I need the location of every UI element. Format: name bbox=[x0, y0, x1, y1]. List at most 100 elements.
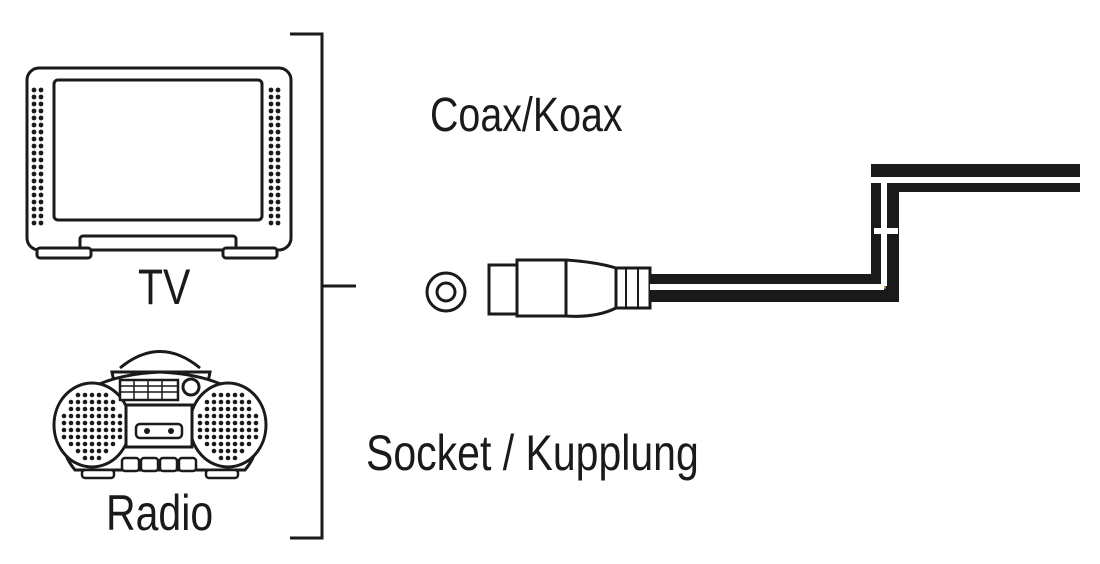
speaker-dot bbox=[68, 441, 74, 447]
speaker-dot bbox=[204, 413, 210, 419]
speaker-dot bbox=[82, 448, 88, 454]
speaker-dot bbox=[204, 420, 210, 426]
speaker-dot bbox=[204, 399, 210, 405]
speaker-dot bbox=[232, 441, 238, 447]
speaker-dot bbox=[31, 129, 37, 135]
speaker-dot bbox=[225, 455, 231, 461]
speaker-dot bbox=[110, 413, 116, 419]
speaker-dot bbox=[68, 406, 74, 412]
speaker-dot bbox=[31, 213, 37, 219]
speaker-dot bbox=[89, 455, 95, 461]
coax-socket-icon bbox=[425, 271, 467, 313]
speaker-dot bbox=[239, 427, 245, 433]
speaker-dot bbox=[268, 213, 274, 219]
tv-icon bbox=[25, 66, 293, 260]
speaker-dot bbox=[218, 399, 224, 405]
speaker-dot bbox=[96, 413, 102, 419]
speaker-dot bbox=[31, 220, 37, 226]
speaker-dot bbox=[103, 427, 109, 433]
speaker-dot bbox=[211, 441, 217, 447]
speaker-dot bbox=[211, 448, 217, 454]
speaker-dot bbox=[275, 164, 281, 170]
speaker-dot bbox=[211, 420, 217, 426]
speaker-dot bbox=[253, 427, 259, 433]
speaker-dot bbox=[68, 399, 74, 405]
speaker-dot bbox=[38, 108, 44, 114]
speaker-dot bbox=[211, 399, 217, 405]
speaker-dot bbox=[82, 455, 88, 461]
speaker-dot bbox=[103, 420, 109, 426]
speaker-dot bbox=[38, 136, 44, 142]
speaker-dot bbox=[110, 434, 116, 440]
speaker-dot bbox=[89, 420, 95, 426]
speaker-dot bbox=[204, 441, 210, 447]
speaker-dot bbox=[75, 392, 81, 398]
speaker-dot bbox=[110, 441, 116, 447]
speaker-dot bbox=[275, 136, 281, 142]
speaker-dot bbox=[232, 399, 238, 405]
speaker-dot bbox=[275, 129, 281, 135]
speaker-dot bbox=[75, 434, 81, 440]
speaker-dot bbox=[75, 406, 81, 412]
speaker-dot bbox=[31, 143, 37, 149]
speaker-dot bbox=[82, 420, 88, 426]
speaker-dot bbox=[204, 406, 210, 412]
speaker-dot bbox=[38, 164, 44, 170]
speaker-dot bbox=[82, 406, 88, 412]
speaker-dot bbox=[103, 406, 109, 412]
speaker-dot bbox=[268, 199, 274, 205]
speaker-dot bbox=[38, 220, 44, 226]
speaker-dot bbox=[211, 392, 217, 398]
speaker-dot bbox=[275, 220, 281, 226]
speaker-dot bbox=[38, 101, 44, 107]
speaker-dot bbox=[31, 136, 37, 142]
speaker-dot bbox=[89, 399, 95, 405]
speaker-dot bbox=[268, 101, 274, 107]
speaker-dot bbox=[253, 413, 259, 419]
speaker-dot bbox=[31, 157, 37, 163]
speaker-dot bbox=[268, 150, 274, 156]
speaker-dot bbox=[82, 427, 88, 433]
radio-label: Radio bbox=[106, 485, 214, 541]
speaker-dot bbox=[31, 87, 37, 93]
speaker-dot bbox=[31, 206, 37, 212]
speaker-dot bbox=[38, 122, 44, 128]
speaker-dot bbox=[31, 185, 37, 191]
coax-label: Coax/Koax bbox=[430, 89, 623, 142]
speaker-dot bbox=[268, 171, 274, 177]
speaker-dot bbox=[75, 420, 81, 426]
speaker-dot bbox=[38, 199, 44, 205]
speaker-dot bbox=[268, 220, 274, 226]
speaker-dot bbox=[38, 150, 44, 156]
speaker-dot bbox=[246, 441, 252, 447]
speaker-dot bbox=[268, 136, 274, 142]
speaker-dot bbox=[275, 115, 281, 121]
speaker-dot bbox=[96, 392, 102, 398]
speaker-dot bbox=[103, 392, 109, 398]
speaker-dot bbox=[31, 115, 37, 121]
speaker-dot bbox=[239, 441, 245, 447]
speaker-dot bbox=[89, 392, 95, 398]
speaker-dot bbox=[225, 406, 231, 412]
speaker-dot bbox=[31, 199, 37, 205]
coax-cable-icon bbox=[650, 164, 1082, 302]
speaker-dot bbox=[197, 413, 203, 419]
speaker-dot bbox=[96, 406, 102, 412]
speaker-dot bbox=[61, 434, 67, 440]
speaker-dot bbox=[82, 392, 88, 398]
speaker-dot bbox=[275, 206, 281, 212]
speaker-dot bbox=[218, 420, 224, 426]
speaker-dot bbox=[232, 455, 238, 461]
speaker-dot bbox=[275, 108, 281, 114]
speaker-dot bbox=[225, 427, 231, 433]
speaker-dot bbox=[38, 206, 44, 212]
speaker-dot bbox=[246, 399, 252, 405]
speaker-dot bbox=[96, 448, 102, 454]
speaker-dot bbox=[117, 420, 123, 426]
speaker-dot bbox=[268, 178, 274, 184]
tv-speaker-grille-left bbox=[31, 87, 44, 226]
speaker-dot bbox=[197, 434, 203, 440]
speaker-dot bbox=[275, 178, 281, 184]
